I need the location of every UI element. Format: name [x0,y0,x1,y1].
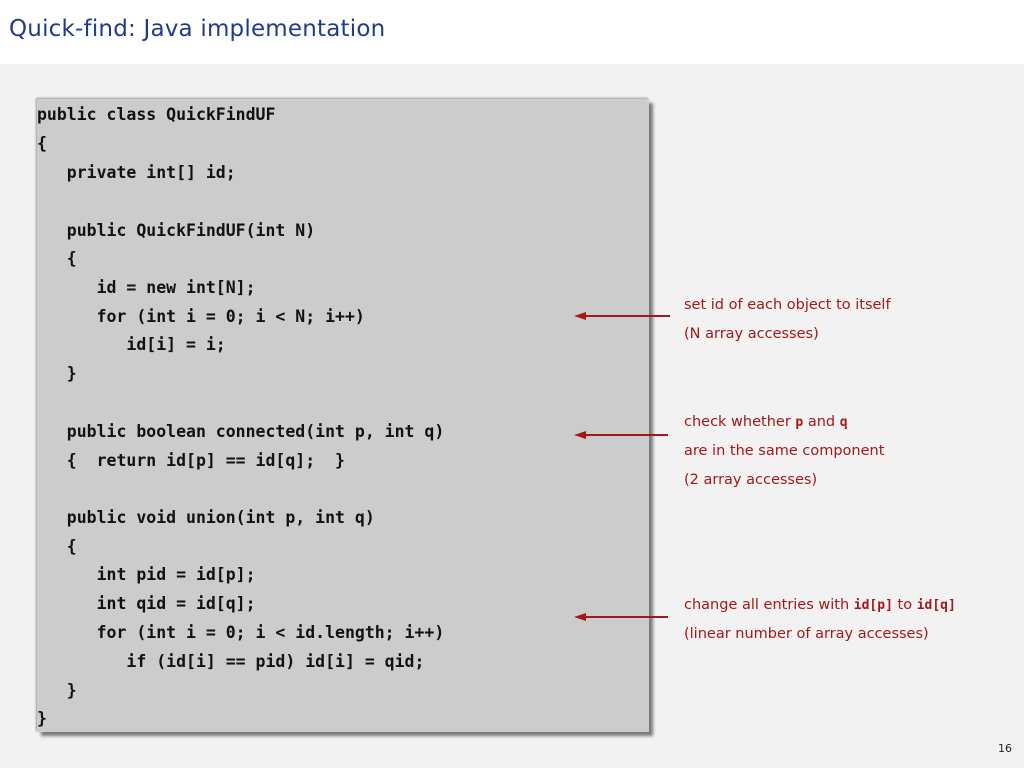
code-line: for (int i = 0; i < id.length; i++) [37,623,445,642]
code-line: public void union(int p, int q) [37,508,375,527]
slide-title: Quick-find: Java implementation [9,16,386,42]
code-line: } [37,364,77,383]
code-token-p: p [795,415,804,430]
code-line: int qid = id[q]; [37,594,256,613]
code-line: } [37,681,77,700]
annotation-connected-line1: check whether p and q [684,411,848,433]
code-line: { return id[p] == id[q]; } [37,451,345,470]
code-line: { [37,134,47,153]
code-token-idp: id[p] [853,598,893,613]
annotation-text: and [803,414,840,430]
code-line: public class QuickFindUF [37,105,276,124]
code-line: if (id[i] == pid) id[i] = qid; [37,652,425,671]
annotation-union-line1: change all entries with id[p] to id[q] [684,594,956,616]
page-number: 16 [998,742,1012,755]
code-line: public boolean connected(int p, int q) [37,422,445,441]
annotation-union-line2: (linear number of array accesses) [684,626,929,642]
code-line: id[i] = i; [37,335,226,354]
code-token-idq: id[q] [916,598,956,613]
arrow-left-icon [574,613,668,621]
annotation-connected-line3: (2 array accesses) [684,472,818,488]
arrow-left-icon [574,431,668,439]
code-line: { [37,537,77,556]
annotation-connected-line2: are in the same component [684,443,885,459]
code-line: id = new int[N]; [37,278,256,297]
code-line: { [37,249,77,268]
arrow-left-icon [574,312,670,320]
code-line: private int[] id; [37,163,236,182]
annotation-init-line1: set id of each object to itself [684,297,891,313]
annotation-text: check whether [684,414,796,430]
code-block: public class QuickFindUF { private int[]… [37,99,649,732]
annotation-text: to [892,597,917,613]
code-line: } [37,709,47,728]
code-line: public QuickFindUF(int N) [37,221,316,240]
annotation-init-line2: (N array accesses) [684,326,819,342]
code-line: for (int i = 0; i < N; i++) [37,307,365,326]
annotation-text: change all entries with [684,597,854,613]
code-token-q: q [839,415,848,430]
title-bar: Quick-find: Java implementation [0,0,1024,64]
code-line: int pid = id[p]; [37,565,256,584]
